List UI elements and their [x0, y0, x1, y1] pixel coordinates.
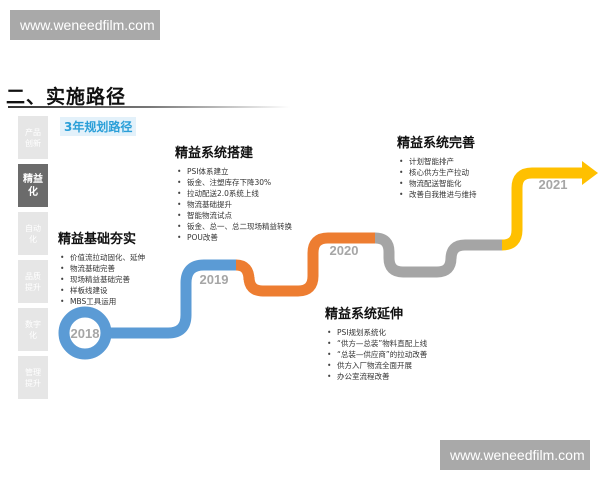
sidebar: 产品创新 精益化 自动化 品质提升 数字化 管理提升	[18, 116, 48, 404]
sidebar-item-lean[interactable]: 精益化	[18, 164, 48, 207]
sidebar-item-automation[interactable]: 自动化	[18, 212, 48, 255]
stage-title: 精益系统搭建	[175, 146, 254, 161]
list-item: 核心供方生产拉动	[397, 167, 477, 178]
list-item: 价值流拉动固化、延伸	[58, 252, 145, 263]
sidebar-item-management[interactable]: 管理提升	[18, 356, 48, 399]
stage-title: 精益系统延伸	[325, 307, 404, 322]
page-title: 二、实施路径	[6, 86, 127, 108]
list-item: PSI规划系统化	[325, 327, 427, 338]
year-2021-label: 2021	[539, 177, 568, 192]
year-2018-label: 2018	[71, 326, 100, 341]
list-item: 钣金、注塑库存下降30%	[175, 177, 292, 188]
stage-2019: 精益系统搭建 PSI体系建立 钣金、注塑库存下降30% 拉动配送2.0系统上线 …	[175, 142, 292, 243]
list-item: 办公室流程改善	[325, 371, 427, 382]
title-divider	[8, 106, 290, 108]
plan-tag: 3年规划路径	[60, 117, 137, 136]
list-item: 改善自我推进与维持	[397, 189, 477, 200]
watermark-top: www.weneedfilm.com	[10, 10, 160, 40]
sidebar-item-digital[interactable]: 数字化	[18, 308, 48, 351]
arrow-head-icon	[582, 161, 598, 185]
list-item: 钣金、总一、总二现场精益转换	[175, 221, 292, 232]
stage-2018: 精益基础夯实 价值流拉动固化、延伸 物流基础完善 现场精益基础完善 样板线建设 …	[58, 228, 145, 307]
stage-items: PSI规划系统化 “供方—总装”物料直配上线 “总装—供应商”的拉动改善 供方入…	[325, 327, 427, 382]
list-item: “总装—供应商”的拉动改善	[325, 349, 427, 360]
list-item: 物流基础提升	[175, 199, 292, 210]
stage-2020: 精益系统延伸 PSI规划系统化 “供方—总装”物料直配上线 “总装—供应商”的拉…	[325, 303, 427, 382]
list-item: 物流配送智能化	[397, 178, 477, 189]
stage-items: PSI体系建立 钣金、注塑库存下降30% 拉动配送2.0系统上线 物流基础提升 …	[175, 166, 292, 243]
list-item: 物流基础完善	[58, 263, 145, 274]
list-item: 样板线建设	[58, 285, 145, 296]
list-item: 智能物流试点	[175, 210, 292, 221]
stage-items: 计划智能排产 核心供方生产拉动 物流配送智能化 改善自我推进与维持	[397, 156, 477, 200]
list-item: PSI体系建立	[175, 166, 292, 177]
stage-title: 精益基础夯实	[58, 232, 137, 247]
sidebar-item-product-innovation[interactable]: 产品创新	[18, 116, 48, 159]
year-2019-label: 2019	[200, 272, 229, 287]
list-item: “供方—总装”物料直配上线	[325, 338, 427, 349]
list-item: 拉动配送2.0系统上线	[175, 188, 292, 199]
stage-title: 精益系统完善	[397, 136, 476, 151]
list-item: MBS工具运用	[58, 296, 145, 307]
segment-2019	[235, 232, 375, 297]
stage-items: 价值流拉动固化、延伸 物流基础完善 现场精益基础完善 样板线建设 MBS工具运用	[58, 252, 145, 307]
year-2020-label: 2020	[330, 243, 359, 258]
segment-2020	[374, 232, 502, 278]
stage-2021: 精益系统完善 计划智能排产 核心供方生产拉动 物流配送智能化 改善自我推进与维持	[397, 132, 477, 200]
list-item: POU改善	[175, 232, 292, 243]
watermark-bottom: www.weneedfilm.com	[440, 440, 590, 470]
list-item: 供方入厂物流全面开展	[325, 360, 427, 371]
segment-2021	[501, 167, 584, 251]
segment-2018	[106, 259, 236, 339]
list-item: 计划智能排产	[397, 156, 477, 167]
sidebar-item-quality[interactable]: 品质提升	[18, 260, 48, 303]
list-item: 现场精益基础完善	[58, 274, 145, 285]
